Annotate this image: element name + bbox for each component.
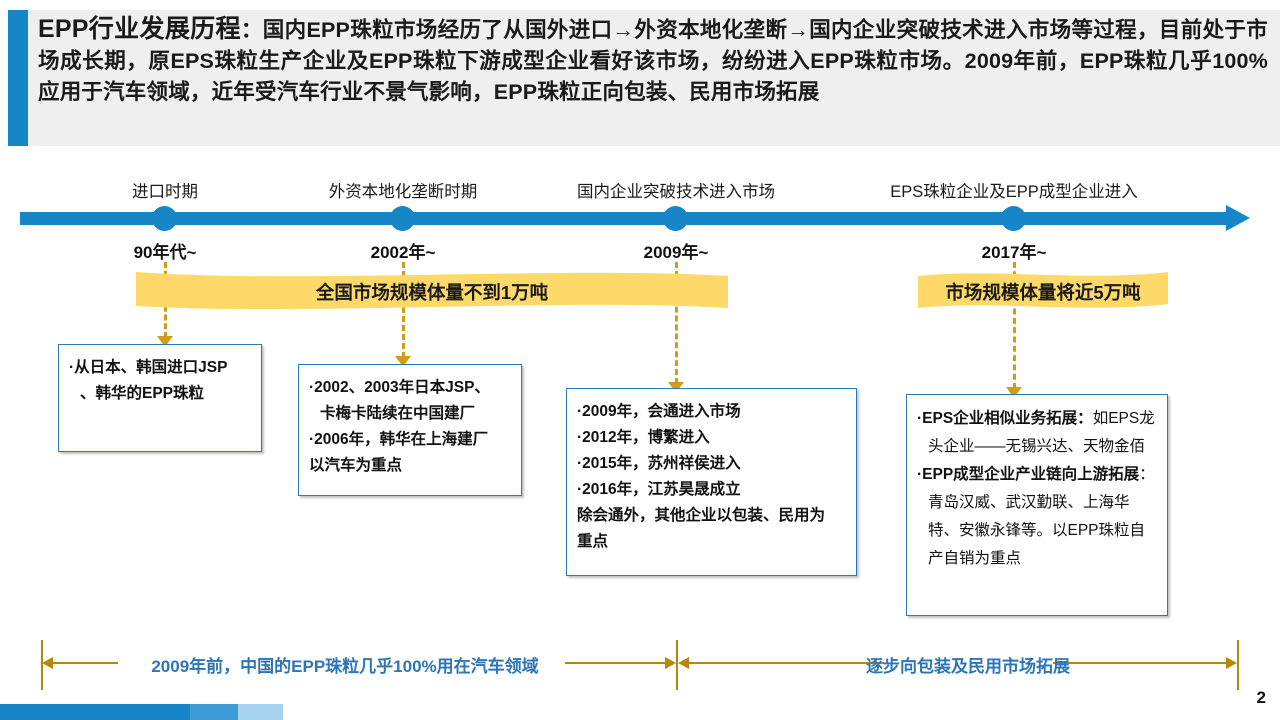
measure-tick-right xyxy=(1237,640,1239,690)
content-line: ·2015年，苏州祥侯进入 xyxy=(577,455,741,472)
content-box-eps-epp-entry[interactable]: ·EPS企业相似业务拓展：如EPS龙头企业——无锡兴达、天物金佰 ·EPP成型企… xyxy=(906,394,1168,616)
banner-label-1: 全国市场规模体量不到1万吨 xyxy=(315,282,549,303)
timeline-dot-1 xyxy=(152,206,177,231)
header-body: ：国内EPP珠粒市场经历了从国外进口→外资本地化垄断→国内企业突破技术进入市场等… xyxy=(38,18,1268,104)
footer-bar-secondary xyxy=(190,704,238,720)
header-background xyxy=(8,10,1280,146)
content-item-bold: ·EPP成型企业产业链向上游拓展 xyxy=(917,466,1140,483)
content-item-bold: ·EPS企业相似业务拓展： xyxy=(917,410,1093,427)
measure2-arrow-left-icon xyxy=(678,657,689,669)
page-number: 2 xyxy=(1256,688,1266,707)
content-line: 以汽车为重点 xyxy=(309,457,403,474)
content-line: ·2009年，会通进入市场 xyxy=(577,403,741,420)
content-line: 卡梅卡陆续在中国建厂 xyxy=(320,405,476,422)
content-item-rest: 如EPS龙头企业——无锡兴达、天物金佰 xyxy=(928,410,1155,455)
connector-arrow-4 xyxy=(1006,387,1022,398)
banner-market-size-2: 市场规模体量将近5万吨 xyxy=(918,270,1168,314)
connector-line-4 xyxy=(1013,262,1019,389)
timeline-arrow-icon xyxy=(1226,205,1250,231)
measure2-arrow-right-icon xyxy=(1226,657,1237,669)
measure2-line-right xyxy=(1053,662,1226,664)
banner-shape-2 xyxy=(918,272,1168,308)
timeline-phase-2: 外资本地化垄断时期 xyxy=(328,183,478,201)
timeline-year-1: 90年代~ xyxy=(133,243,197,262)
timeline-year-2: 2002年~ xyxy=(370,243,436,262)
connector-arrow-1 xyxy=(157,336,173,347)
measure1-arrow-left-icon xyxy=(42,657,53,669)
content-box-foreign-monopoly[interactable]: ·2002、2003年日本JSP、 卡梅卡陆续在中国建厂 ·2006年，韩华在上… xyxy=(298,364,522,496)
connector-line-2 xyxy=(402,262,408,358)
banner-market-size-1: 全国市场规模体量不到1万吨 xyxy=(136,270,728,314)
content-line: 除会通外，其他企业以包装、民用为 xyxy=(577,507,826,524)
content-line: ·2006年，韩华在上海建厂 xyxy=(309,431,489,448)
measure2-line-left xyxy=(689,662,884,664)
measure1-arrow-right-icon xyxy=(665,657,676,669)
timeline-axis xyxy=(20,212,1235,225)
content-line: 、韩华的EPP珠粒 xyxy=(80,385,205,402)
footer-bar-primary xyxy=(0,704,190,720)
measure1-line-left xyxy=(53,662,118,664)
header-accent-bar xyxy=(8,10,28,146)
content-line: ·2002、2003年日本JSP、 xyxy=(309,379,490,396)
banner-shape-1 xyxy=(136,272,728,310)
timeline-phase-4: EPS珠粒企业及EPP成型企业进入 xyxy=(890,183,1138,201)
timeline-phase-3: 国内企业突破技术进入市场 xyxy=(577,183,775,201)
timeline-year-3: 2009年~ xyxy=(643,243,709,262)
measure2-label: 逐步向包装及民用市场拓展 xyxy=(866,657,1070,676)
footer-bar-tertiary xyxy=(238,704,283,720)
content-line: ·从日本、韩国进口JSP xyxy=(69,359,228,376)
timeline-dot-2 xyxy=(390,206,415,231)
banner-label-2: 市场规模体量将近5万吨 xyxy=(945,282,1141,303)
page-title: EPP行业发展历程：国内EPP珠粒市场经历了从国外进口→外资本地化垄断→国内企业… xyxy=(38,14,1268,142)
connector-line-3 xyxy=(675,262,681,384)
timeline-dot-4 xyxy=(1001,206,1026,231)
content-line: ·2012年，博繁进入 xyxy=(577,429,710,446)
timeline-phase-1: 进口时期 xyxy=(132,183,198,201)
timeline-dot-3 xyxy=(663,206,688,231)
content-line: 重点 xyxy=(577,533,609,550)
measure1-line-right xyxy=(565,662,665,664)
content-item: ·EPP成型企业产业链向上游拓展：青岛汉威、武汉勤联、上海华特、安徽永锋等。以E… xyxy=(917,461,1158,573)
measure-tick-middle xyxy=(676,640,678,690)
connector-arrow-2 xyxy=(395,356,411,367)
content-item-rest: ：青岛汉威、武汉勤联、上海华特、安徽永锋等。以EPP珠粒自产自销为重点 xyxy=(928,466,1155,567)
content-item: ·EPS企业相似业务拓展：如EPS龙头企业——无锡兴达、天物金佰 xyxy=(917,405,1158,461)
connector-arrow-3 xyxy=(668,382,684,393)
timeline-year-4: 2017年~ xyxy=(981,243,1047,262)
content-line: ·2016年，江苏昊晟成立 xyxy=(577,481,741,498)
header-lead: EPP行业发展历程 xyxy=(38,15,241,43)
content-box-import[interactable]: ·从日本、韩国进口JSP 、韩华的EPP珠粒 xyxy=(58,344,262,452)
measure1-label: 2009年前，中国的EPP珠粒几乎100%用在汽车领域 xyxy=(151,657,539,676)
content-box-domestic-breakthrough[interactable]: ·2009年，会通进入市场 ·2012年，博繁进入 ·2015年，苏州祥侯进入 … xyxy=(566,388,857,576)
